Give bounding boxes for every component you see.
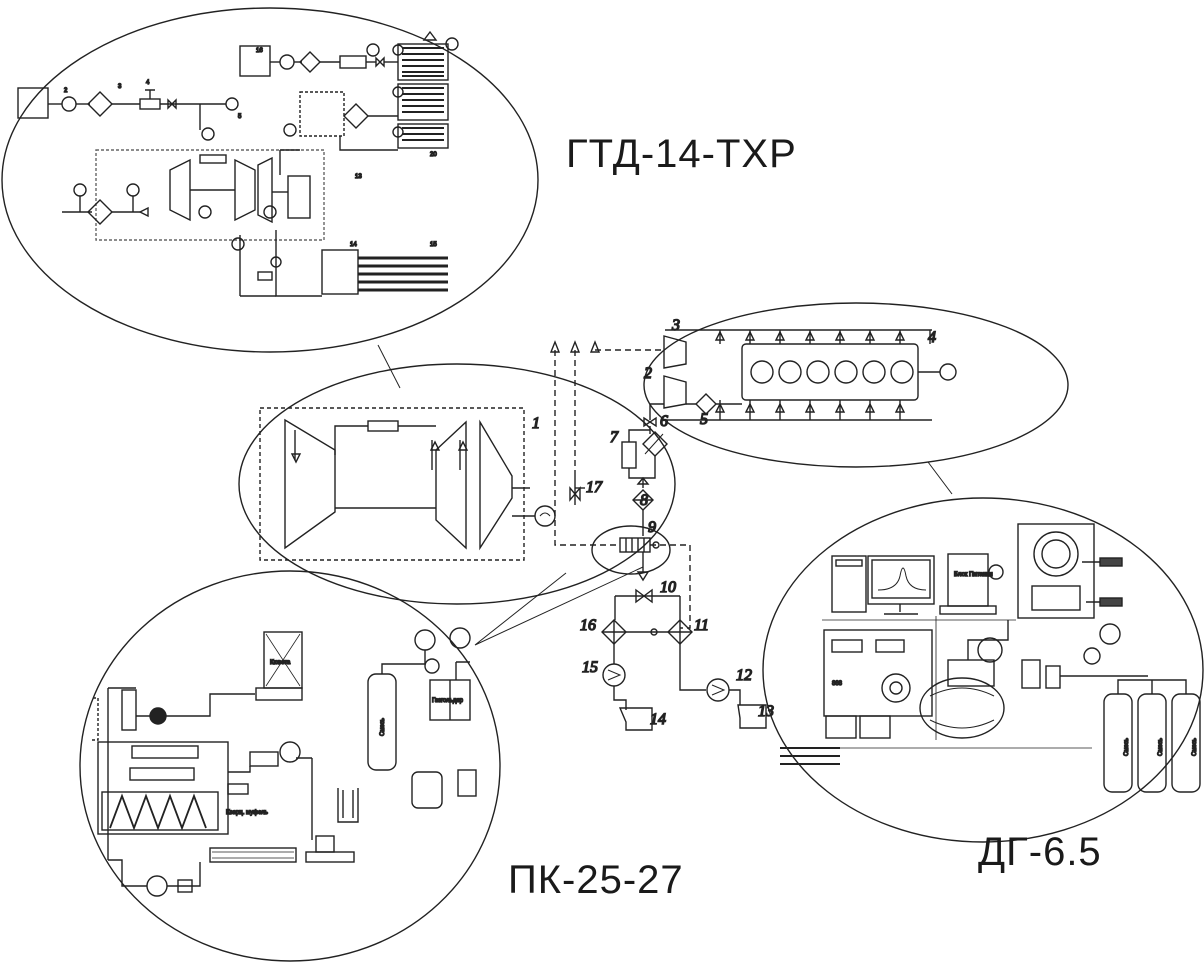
gtd-num: 14 [350, 242, 357, 248]
gtd-gauge [202, 128, 214, 140]
gtd-sensor [264, 206, 276, 218]
center-num: 15 [582, 659, 598, 676]
pk-balance [256, 688, 302, 700]
center-num: 3 [671, 317, 680, 334]
svg-text:Смесь: Смесь [1192, 738, 1198, 756]
gtd-dashed-box [300, 92, 344, 136]
gtd-turbine [235, 160, 255, 220]
pk-inset-ellipse [80, 571, 500, 961]
cylinders [751, 361, 913, 383]
center-num: 9 [648, 519, 656, 536]
gtd-num: 20 [430, 152, 437, 158]
dg-pc-tower [832, 556, 866, 612]
dg-title: ДГ-6.5 [978, 830, 1102, 875]
gtd-pump [62, 97, 76, 111]
center-num: 12 [736, 667, 752, 684]
svg-text:Кварц. муфель: Кварц. муфель [226, 810, 268, 816]
gtd-power-turbine [258, 158, 272, 222]
center-num: 6 [660, 413, 668, 430]
center-num: 8 [640, 492, 648, 509]
pk-inset: Кювета Кварц. муфель Смесь Газгольдер [80, 571, 500, 961]
dg-inset: Блок Питания 888 [763, 498, 1203, 842]
gtd-compressor [170, 160, 190, 220]
center-num: 5 [700, 411, 708, 428]
gtd-coil-bank [398, 44, 448, 148]
gtd-num: 16 [256, 48, 263, 54]
dg-analyzer [1018, 524, 1094, 618]
pk-gas-meter-2 [458, 770, 476, 796]
engine-ellipse [644, 303, 1068, 467]
svg-text:Блок Питания: Блок Питания [954, 572, 993, 578]
pk-furnace-frame [98, 742, 228, 834]
pk-title: ПК-25-27 [508, 858, 684, 903]
pk-pump [150, 708, 166, 724]
center-num: 2 [644, 365, 652, 382]
turbo-1 [664, 336, 686, 368]
gtd-filter [88, 92, 112, 116]
dg-inset-ellipse [763, 498, 1203, 842]
lp-turbine [480, 422, 512, 548]
gtd-num: 3 [118, 84, 122, 90]
center-num: 17 [586, 479, 603, 496]
center-num: 1 [532, 415, 540, 432]
central-scheme: 1 2 3 4 5 6 7 [239, 303, 1068, 730]
dg-monitor [868, 556, 934, 604]
generator [535, 506, 555, 526]
gtd-num: 5 [238, 114, 242, 120]
compressor [285, 420, 335, 548]
dg-control-panel [824, 630, 932, 716]
gtd-sensor [199, 206, 211, 218]
gtd-num: 13 [355, 174, 362, 180]
hp-turbine [436, 422, 466, 548]
gtd-sensor-bank [358, 258, 448, 290]
pk-tube [210, 848, 296, 862]
turbine-ellipse [239, 364, 675, 604]
gtd-num: 4 [146, 80, 150, 86]
tank-14 [620, 708, 652, 730]
gtd-title: ГТД-14-ТХР [566, 132, 797, 177]
gtd-tank-2 [240, 46, 270, 76]
center-num: 7 [610, 429, 619, 446]
dg-engine-block [948, 660, 994, 686]
svg-text:Газгольдер: Газгольдер [432, 698, 464, 704]
gtd-generator [288, 176, 310, 218]
gtd-num: 15 [430, 242, 437, 248]
svg-text:Смесь: Смесь [1158, 738, 1164, 756]
pump-15 [603, 664, 625, 686]
dg-power-supply [948, 554, 988, 606]
gtd-inset: 2 3 4 5 13 14 15 16 20 [2, 8, 538, 352]
gtd-num: 2 [64, 88, 68, 94]
pump-12 [707, 679, 729, 701]
svg-text:888: 888 [832, 681, 843, 687]
combustor [368, 421, 398, 431]
gtd-chamber [200, 155, 226, 163]
pk-pump-2 [147, 876, 167, 896]
turbo-2 [664, 376, 686, 408]
center-num: 10 [660, 579, 676, 596]
engine-generator [940, 364, 956, 380]
pk-gas-meter [412, 772, 442, 808]
meter-7 [622, 442, 636, 468]
gtd-controller [322, 250, 358, 294]
svg-text:Смесь: Смесь [1124, 738, 1130, 756]
center-num: 11 [694, 617, 709, 634]
center-num: 14 [650, 711, 666, 728]
center-num: 16 [580, 617, 596, 634]
svg-text:Смесь: Смесь [380, 718, 386, 736]
heater-ellipse [592, 526, 670, 574]
svg-text:Кювета: Кювета [270, 660, 291, 666]
gtd-gauge [226, 98, 238, 110]
pk-scale [306, 852, 354, 862]
center-num: 4 [928, 329, 936, 346]
gtd-meter [140, 99, 160, 109]
